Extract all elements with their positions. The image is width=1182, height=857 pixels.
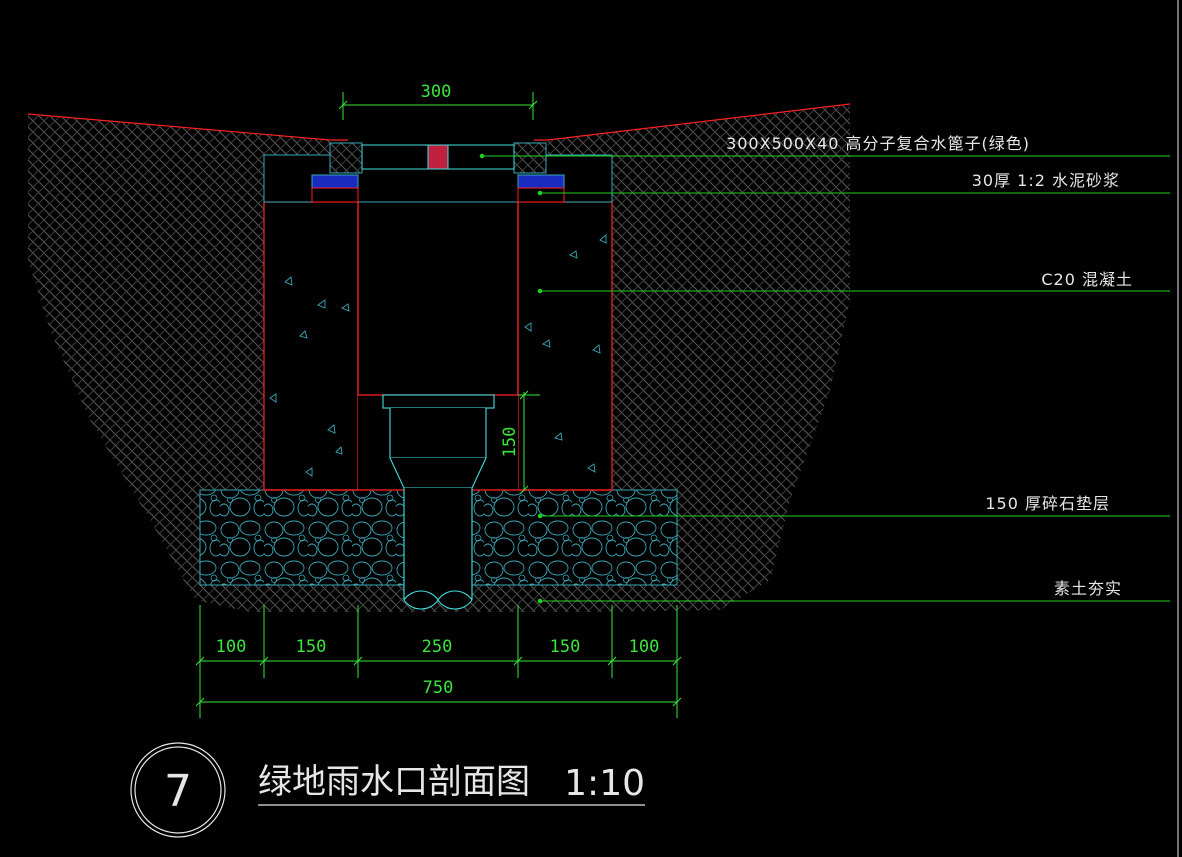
drawing-scale: 1:10 (564, 763, 645, 804)
note-mortar: 30厚 1:2 水泥砂浆 (972, 171, 1120, 190)
dim-total: 750 (423, 678, 454, 698)
grate (361, 144, 515, 170)
ground-line (27, 113, 348, 141)
outlet-pipe (382, 394, 495, 610)
drawing-title: 绿地雨水口剖面图 (258, 762, 530, 802)
dimension-chain (195, 605, 682, 718)
dim-seg-1: 100 (216, 637, 247, 657)
dim-seg-4: 150 (550, 637, 581, 657)
note-compacted-soil: 素土夯实 (1054, 579, 1122, 598)
note-gravel: 150 厚碎石垫层 (985, 494, 1110, 513)
detail-bubble (130, 742, 226, 838)
note-grate: 300X500X40 高分子复合水篦子(绿色) (726, 134, 1030, 153)
dim-top-width: 300 (421, 82, 452, 102)
leader-lines (479, 153, 1170, 604)
detail-number: 7 (164, 766, 192, 817)
dim-seg-3: 250 (422, 637, 453, 657)
soil-hatch (28, 105, 850, 612)
dimension-top (338, 92, 538, 120)
dim-depth: 150 (500, 427, 520, 458)
dim-seg-2: 150 (296, 637, 327, 657)
dimension-depth (518, 390, 540, 495)
dim-seg-5: 100 (629, 637, 660, 657)
note-concrete: C20 混凝土 (1041, 270, 1133, 289)
ground-line-right (534, 103, 851, 141)
